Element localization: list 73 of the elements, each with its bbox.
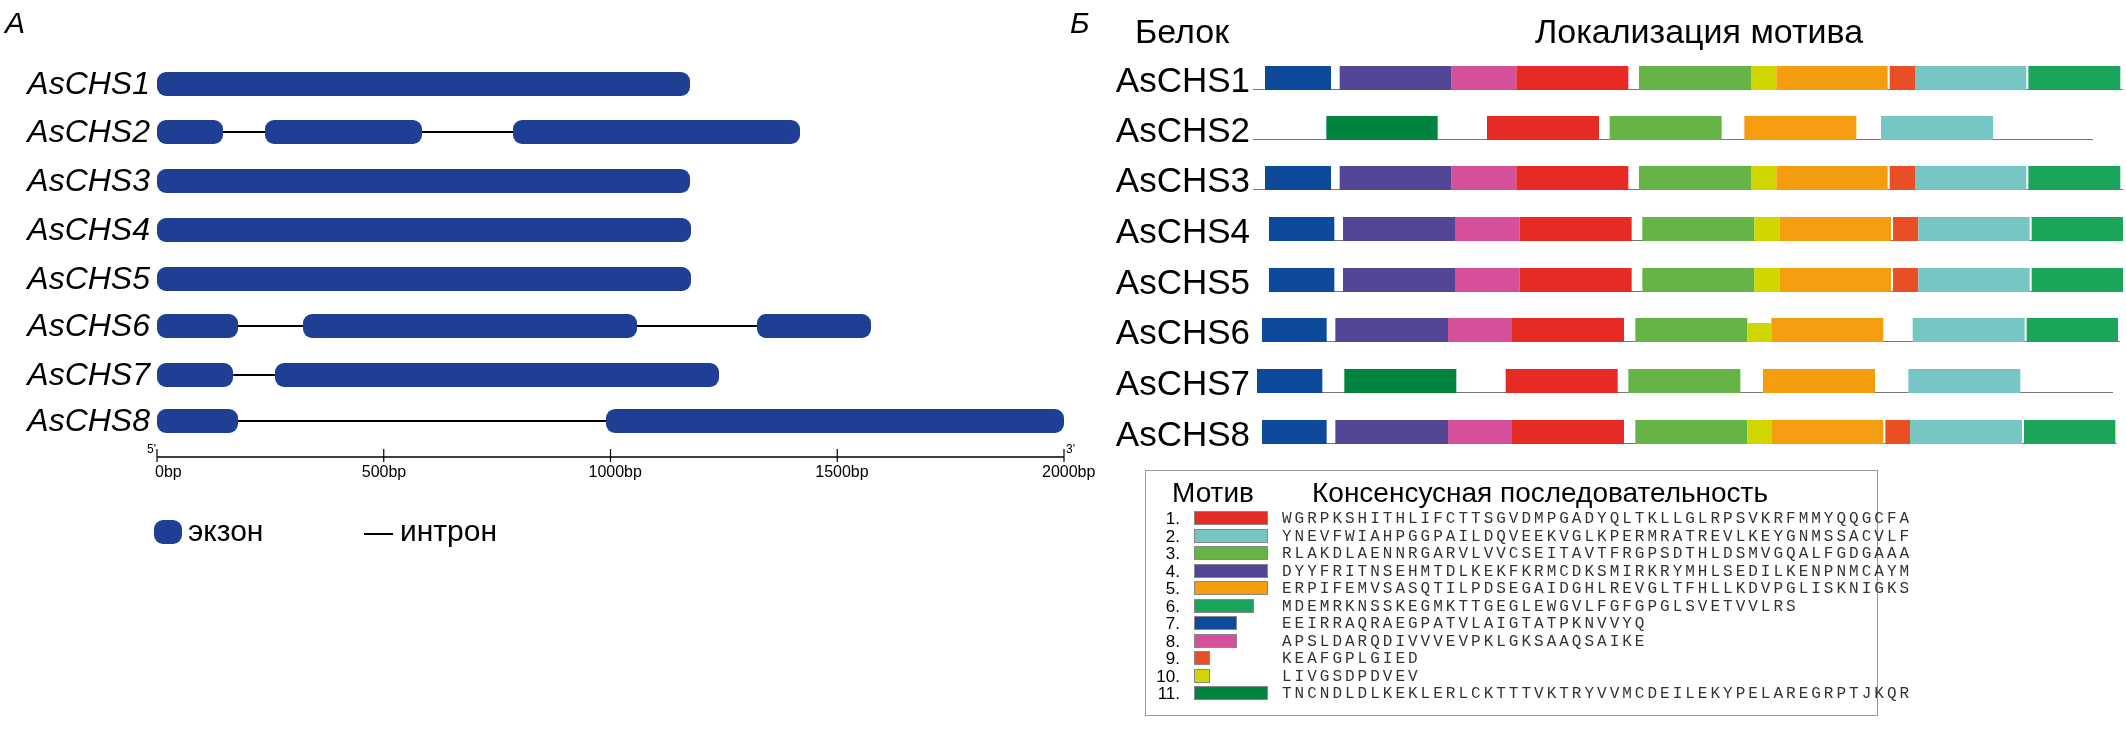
exon-bar bbox=[157, 314, 238, 338]
consensus-sequence: KEAFGPLGIED bbox=[1282, 651, 1421, 667]
intron-line bbox=[221, 131, 267, 133]
protein-name: AsCHS4 bbox=[1114, 213, 1250, 248]
scale-tick-label: 0bp bbox=[155, 464, 182, 480]
exon-bar bbox=[157, 409, 238, 433]
column-header: Белок bbox=[1135, 14, 1230, 48]
motif-number: 11. bbox=[1156, 685, 1180, 702]
exon-bar bbox=[265, 120, 422, 144]
consensus-sequence: WGRPKSHITHLIFCTTSGVDMPGADYQLTKLLGLRPSVKRFMMYQQGCFA bbox=[1282, 511, 1913, 527]
three-prime-label: 3' bbox=[1066, 443, 1075, 455]
exon-bar bbox=[274, 363, 719, 387]
legend-header: Консенсусная последовательность bbox=[1312, 479, 1769, 507]
consensus-sequence: MDEMRKNSSKEGMKTTGEGLEWGVLFGFGPGLSVETVVLRS bbox=[1282, 598, 1799, 615]
legend-header: Мотив bbox=[1172, 479, 1254, 507]
motif-number: 8. bbox=[1164, 632, 1180, 650]
protein-name: AsCHS3 bbox=[1114, 162, 1250, 197]
protein-name: AsCHS6 bbox=[1114, 314, 1250, 349]
gene-name: AsCHS2 bbox=[25, 115, 150, 147]
consensus-sequence: TNCNDLDLKEKLERLCKTTTVKTRYVVMCDEILEKYPELAREGRPTJKQR bbox=[1282, 686, 1913, 702]
gene-name: AsCHS5 bbox=[25, 262, 150, 294]
exon-bar bbox=[157, 72, 691, 96]
gene-name: AsCHS7 bbox=[25, 358, 150, 390]
motif-number: 6. bbox=[1164, 597, 1180, 615]
scale-tick-label: 1000bp bbox=[588, 464, 642, 480]
intron-line bbox=[635, 325, 758, 327]
protein-name: AsCHS7 bbox=[1114, 365, 1250, 400]
exon-bar bbox=[157, 120, 223, 144]
exon-bar bbox=[157, 218, 692, 242]
motif-number: 9. bbox=[1164, 650, 1180, 667]
intron-line bbox=[236, 325, 305, 327]
consensus-sequence: APSLDARQDIVVVEVPKLGKSAAQSAIKE bbox=[1282, 633, 1648, 650]
motif-number: 2. bbox=[1164, 527, 1180, 545]
gene-name: AsCHS6 bbox=[25, 309, 150, 341]
gene-name: AsCHS3 bbox=[25, 164, 150, 196]
motif-number: 5. bbox=[1164, 580, 1180, 597]
consensus-sequence: EEIRRAQRAEGPATVLAIGTATPKNVVYQ bbox=[1282, 616, 1648, 632]
motif-number: 1. bbox=[1164, 510, 1180, 527]
exon-bar bbox=[157, 363, 234, 387]
motif-number: 4. bbox=[1164, 562, 1180, 580]
column-header: Локализация мотива bbox=[1535, 14, 1864, 48]
intron-line bbox=[232, 374, 276, 376]
consensus-sequence: LIVGSDPDVEV bbox=[1282, 668, 1421, 685]
exon-bar bbox=[303, 314, 637, 338]
five-prime-label: 5' bbox=[147, 443, 156, 455]
consensus-sequence: DYYFRITNSEHMTDLKEKFKRMCDKSMIRKRYMHLSEDILKENPNMCAYM bbox=[1282, 563, 1913, 580]
protein-name: AsCHS1 bbox=[1114, 62, 1250, 97]
scale-tick-label: 500bp bbox=[361, 464, 407, 480]
scale-tick-label: 2000bp bbox=[1042, 464, 1096, 480]
gene-name: AsCHS8 bbox=[25, 404, 150, 436]
intron-line bbox=[420, 131, 515, 133]
gene-name: AsCHS4 bbox=[25, 213, 150, 245]
legend-text: экзон bbox=[188, 516, 264, 546]
motif-number: 7. bbox=[1164, 615, 1180, 632]
exon-bar bbox=[756, 314, 872, 338]
motif-number: 3. bbox=[1164, 545, 1180, 562]
exon-bar bbox=[513, 120, 800, 144]
protein-name: AsCHS5 bbox=[1114, 264, 1250, 299]
exon-bar bbox=[157, 169, 691, 193]
consensus-sequence: RLAKDLAENNRGARVLVVCSEITAVTFRGPSDTHLDSMVGQALFGDGAAA bbox=[1282, 546, 1913, 562]
panel-letter: Б bbox=[1070, 8, 1090, 38]
panel-letter: А bbox=[5, 8, 25, 38]
consensus-sequence: YNEVFWIAHPGGPAILDQVEEKVGLKPERMRATREVLKEYGNMSSACVLF bbox=[1282, 528, 1913, 545]
legend-text: интрон bbox=[400, 516, 497, 546]
exon-bar bbox=[605, 409, 1064, 433]
protein-name: AsCHS8 bbox=[1114, 416, 1250, 451]
exon-bar bbox=[157, 267, 692, 291]
consensus-sequence: ERPIFEMVSASQTILPDSEGAIDGHLREVGLTFHLLKDVPGLISKNIGKS bbox=[1282, 581, 1913, 597]
intron-line bbox=[236, 420, 607, 422]
scale-tick-label: 1500bp bbox=[815, 464, 869, 480]
protein-name: AsCHS2 bbox=[1114, 112, 1250, 147]
motif-number: 10. bbox=[1155, 667, 1180, 685]
gene-name: AsCHS1 bbox=[25, 67, 150, 99]
